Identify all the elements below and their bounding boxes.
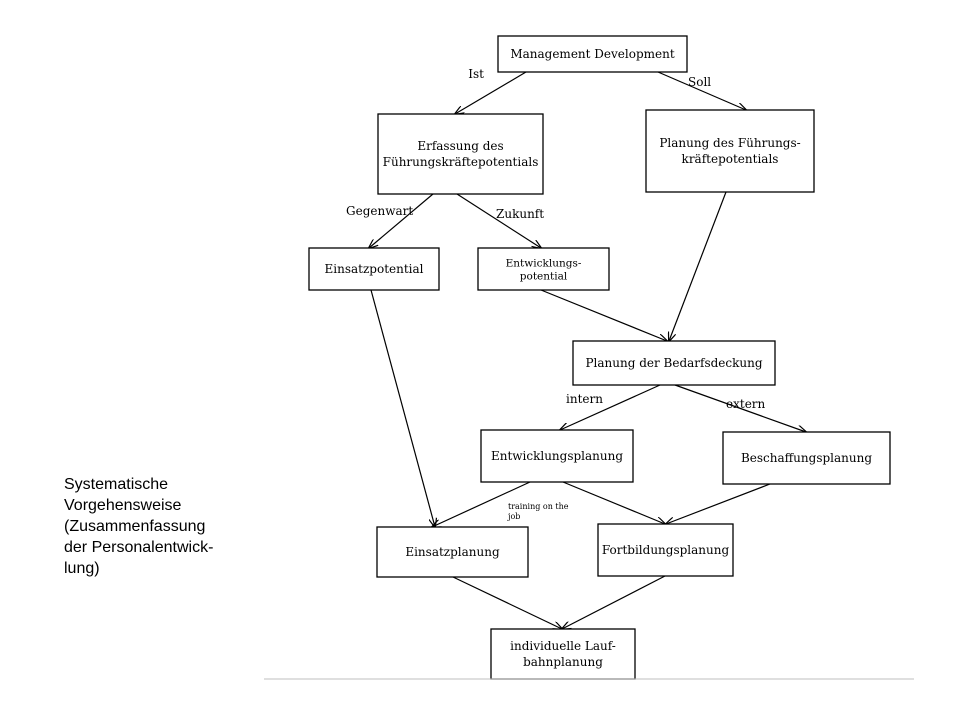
node-box: [376, 526, 529, 578]
edge-label: training on the: [508, 502, 569, 511]
node-label: Planung des Führungs-: [659, 136, 800, 150]
arrow: [562, 575, 666, 629]
node-fortbildungsplanung: Fortbildungsplanung: [597, 523, 734, 577]
arrow: [657, 71, 746, 110]
arrow: [370, 289, 435, 527]
node-box: [480, 429, 634, 483]
arrow: [674, 384, 806, 432]
arrow: [669, 191, 727, 341]
arrow: [562, 481, 665, 524]
arrow: [452, 576, 562, 629]
arrow: [456, 193, 541, 248]
node-beschaffungsplanung: Beschaffungsplanung: [722, 431, 891, 485]
node-planung-fuehrung: Planung des Führungs-kräftepotentials: [645, 109, 815, 193]
edge-erfassung-to-entwicklungspotential: Zukunft: [456, 193, 544, 248]
edge-label: intern: [566, 392, 603, 406]
edge-einsatzplanung-to-laufbahnplanung: [452, 576, 562, 629]
edge-erfassung-to-einsatzpotential: Gegenwart: [346, 193, 434, 248]
node-box: [722, 431, 891, 485]
node-laufbahnplanung: individuelle Lauf-bahnplanung: [490, 628, 636, 680]
node-label: Führungskräftepotentials: [383, 155, 539, 169]
edge-planung-bedarf-to-entwicklungsplanung: intern: [560, 384, 661, 430]
node-box: [645, 109, 815, 193]
node-label: Fortbildungsplanung: [602, 543, 730, 557]
edge-label: extern: [726, 397, 766, 411]
edge-label: Soll: [688, 75, 711, 89]
node-label: potential: [520, 271, 568, 283]
node-label: Einsatzpotential: [325, 262, 424, 276]
node-label: bahnplanung: [523, 655, 603, 669]
caption-line: lung): [64, 560, 100, 577]
edge-planung-bedarf-to-beschaffungsplanung: extern: [674, 384, 806, 432]
node-planung-bedarf: Planung der Bedarfsdeckung: [572, 340, 776, 386]
node-label: Management Development: [510, 47, 675, 61]
arrow: [540, 289, 667, 341]
edge-label: Ist: [468, 67, 484, 81]
edge-management-development-to-planung-fuehrung: Soll: [657, 71, 746, 110]
edge-beschaffungsplanung-to-fortbildungsplanung: [666, 483, 771, 524]
node-box: [490, 628, 636, 680]
edge-planung-fuehrung-to-planung-bedarf: [669, 191, 727, 341]
node-label: individuelle Lauf-: [510, 639, 616, 653]
arrow: [560, 384, 661, 430]
node-box: [497, 35, 688, 73]
edge-label: Zukunft: [496, 207, 544, 221]
arrow: [369, 193, 434, 248]
arrow: [666, 483, 771, 524]
node-box: [377, 113, 544, 195]
edge-fortbildungsplanung-to-laufbahnplanung: [562, 575, 666, 629]
edge-entwicklungsplanung-to-fortbildungsplanung: [562, 481, 665, 524]
node-label: Entwicklungsplanung: [491, 449, 623, 463]
caption-line: Systematische: [64, 476, 169, 493]
arrow: [432, 481, 531, 527]
node-label: Einsatzplanung: [405, 545, 500, 559]
node-einsatzplanung: Einsatzplanung: [376, 526, 529, 578]
edge-label: job: [507, 512, 520, 521]
node-box: [477, 247, 610, 291]
edge-entwicklungspotential-to-planung-bedarf: [540, 289, 667, 341]
node-box: [308, 247, 440, 291]
node-box: [572, 340, 776, 386]
node-entwicklungspotential: Entwicklungs-potential: [477, 247, 610, 291]
arrow: [455, 71, 527, 114]
node-label: Erfassung des: [417, 139, 503, 153]
node-management-development: Management Development: [497, 35, 688, 73]
node-label: Beschaffungsplanung: [741, 451, 872, 465]
node-label: kräftepotentials: [682, 152, 779, 166]
node-label: Entwicklungs-: [506, 258, 582, 270]
node-einsatzpotential: Einsatzpotential: [308, 247, 440, 291]
node-label: Planung der Bedarfsdeckung: [585, 356, 762, 370]
node-entwicklungsplanung: Entwicklungsplanung: [480, 429, 634, 483]
edge-management-development-to-erfassung: Ist: [455, 67, 527, 114]
caption-line: der Personalentwick-: [64, 539, 214, 556]
caption-line: Vorgehensweise: [64, 497, 182, 514]
edge-label: Gegenwart: [346, 204, 413, 218]
node-box: [597, 523, 734, 577]
edge-einsatzpotential-to-einsatzplanung: [370, 289, 435, 527]
caption-line: (Zusammenfassung: [64, 518, 206, 535]
caption: Systematische Vorgehensweise (Zusammenfa…: [64, 474, 279, 579]
